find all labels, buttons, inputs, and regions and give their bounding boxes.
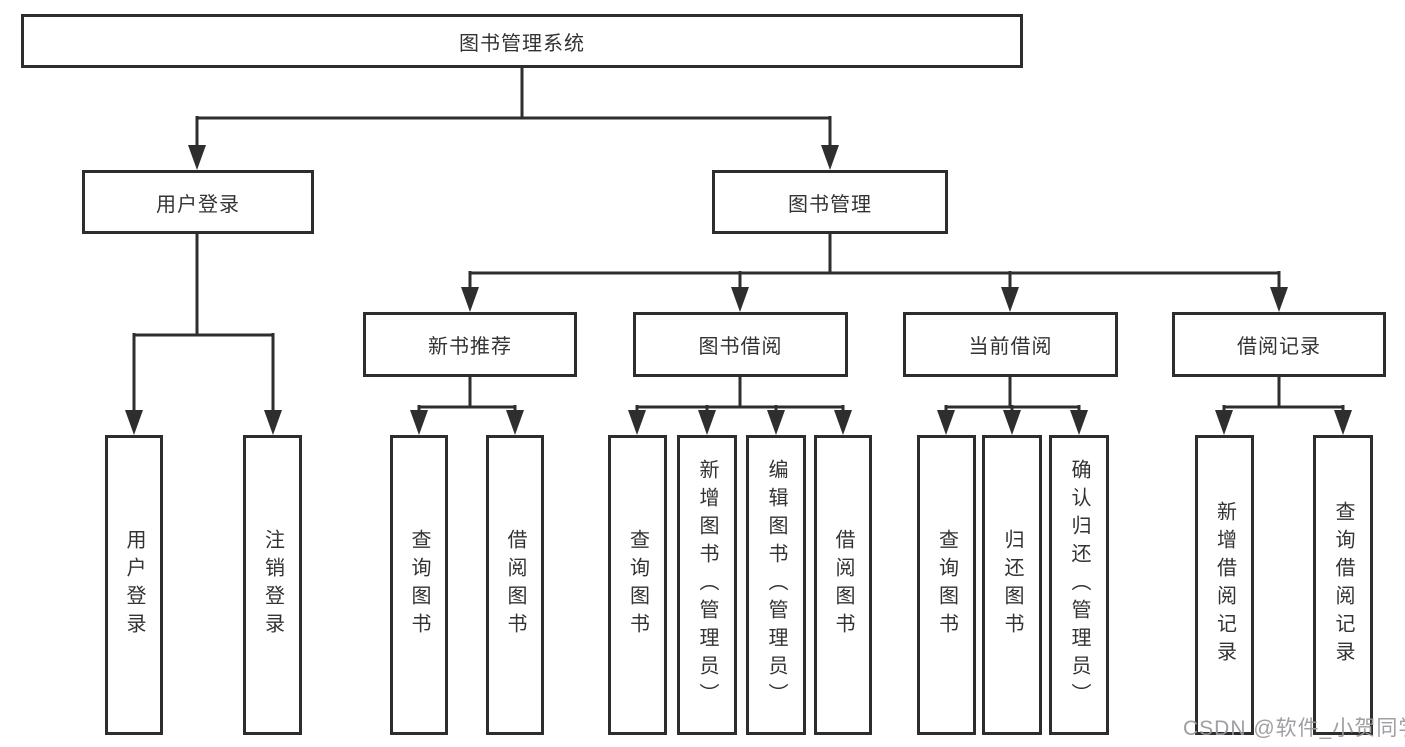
node-label: 新书推荐 bbox=[428, 336, 512, 358]
node-new-book-recommend: 新书推荐 bbox=[363, 312, 577, 377]
node-label: 图书管理系统 bbox=[459, 32, 585, 55]
node-label: 新增借阅记录 bbox=[1213, 501, 1236, 669]
leaf-add-borrow-record: 新增借阅记录 bbox=[1195, 435, 1254, 735]
leaf-user-login: 用户登录 bbox=[105, 435, 163, 735]
leaf-return-books: 归还图书 bbox=[982, 435, 1042, 735]
node-label: 用户登录 bbox=[123, 529, 145, 641]
watermark: CSDN @软件_小贺同学 bbox=[1183, 717, 1405, 740]
node-label: 编辑图书（管理员） bbox=[765, 459, 787, 711]
leaf-borrow-books-recommend: 借阅图书 bbox=[486, 435, 544, 735]
node-label: 查询图书 bbox=[626, 529, 649, 641]
leaf-borrow-books: 借阅图书 bbox=[814, 435, 872, 735]
leaf-query-books-borrow: 查询图书 bbox=[608, 435, 667, 735]
node-book-management: 图书管理 bbox=[712, 170, 948, 234]
leaf-query-books-recommend: 查询图书 bbox=[390, 435, 448, 735]
node-label: 归还图书 bbox=[1001, 529, 1023, 641]
leaf-query-books-current: 查询图书 bbox=[917, 435, 976, 735]
leaf-query-borrow-record: 查询借阅记录 bbox=[1313, 435, 1373, 735]
node-borrow-record: 借阅记录 bbox=[1172, 312, 1386, 377]
node-label: 图书管理 bbox=[788, 193, 872, 216]
node-user-login: 用户登录 bbox=[82, 170, 314, 234]
leaf-add-books-admin: 新增图书（管理员） bbox=[677, 435, 737, 735]
connector-bookmgmt-to-level3 bbox=[461, 233, 1288, 312]
node-label: 确认归还（管理员） bbox=[1068, 459, 1090, 711]
node-label: 注销登录 bbox=[261, 529, 284, 641]
connector-userlogin-to-leaves bbox=[125, 233, 282, 435]
node-root-library-system: 图书管理系统 bbox=[21, 14, 1023, 68]
connector-borrowrecord-to-leaves bbox=[1215, 376, 1352, 435]
node-label: 查询图书 bbox=[935, 529, 958, 641]
node-label: 当前借阅 bbox=[968, 336, 1053, 358]
node-label: 新增图书（管理员） bbox=[696, 459, 718, 711]
node-label: 用户登录 bbox=[156, 193, 240, 216]
connector-root-to-level2 bbox=[188, 68, 839, 170]
node-current-borrow: 当前借阅 bbox=[903, 312, 1118, 377]
node-label: 借阅图书 bbox=[832, 529, 854, 641]
node-label: 借阅记录 bbox=[1237, 336, 1321, 358]
leaf-edit-books-admin: 编辑图书（管理员） bbox=[746, 435, 806, 735]
node-book-borrow: 图书借阅 bbox=[633, 312, 848, 377]
connector-bookborrow-to-leaves bbox=[628, 376, 852, 435]
leaf-confirm-return-admin: 确认归还（管理员） bbox=[1049, 435, 1109, 735]
connector-currentborrow-to-leaves bbox=[937, 376, 1088, 435]
node-label: 查询借阅记录 bbox=[1332, 501, 1354, 669]
node-label: 查询图书 bbox=[408, 529, 430, 641]
node-label: 借阅图书 bbox=[504, 529, 526, 641]
leaf-logout: 注销登录 bbox=[243, 435, 302, 735]
node-label: 图书借阅 bbox=[698, 336, 783, 358]
connector-newbook-to-leaves bbox=[410, 376, 524, 435]
